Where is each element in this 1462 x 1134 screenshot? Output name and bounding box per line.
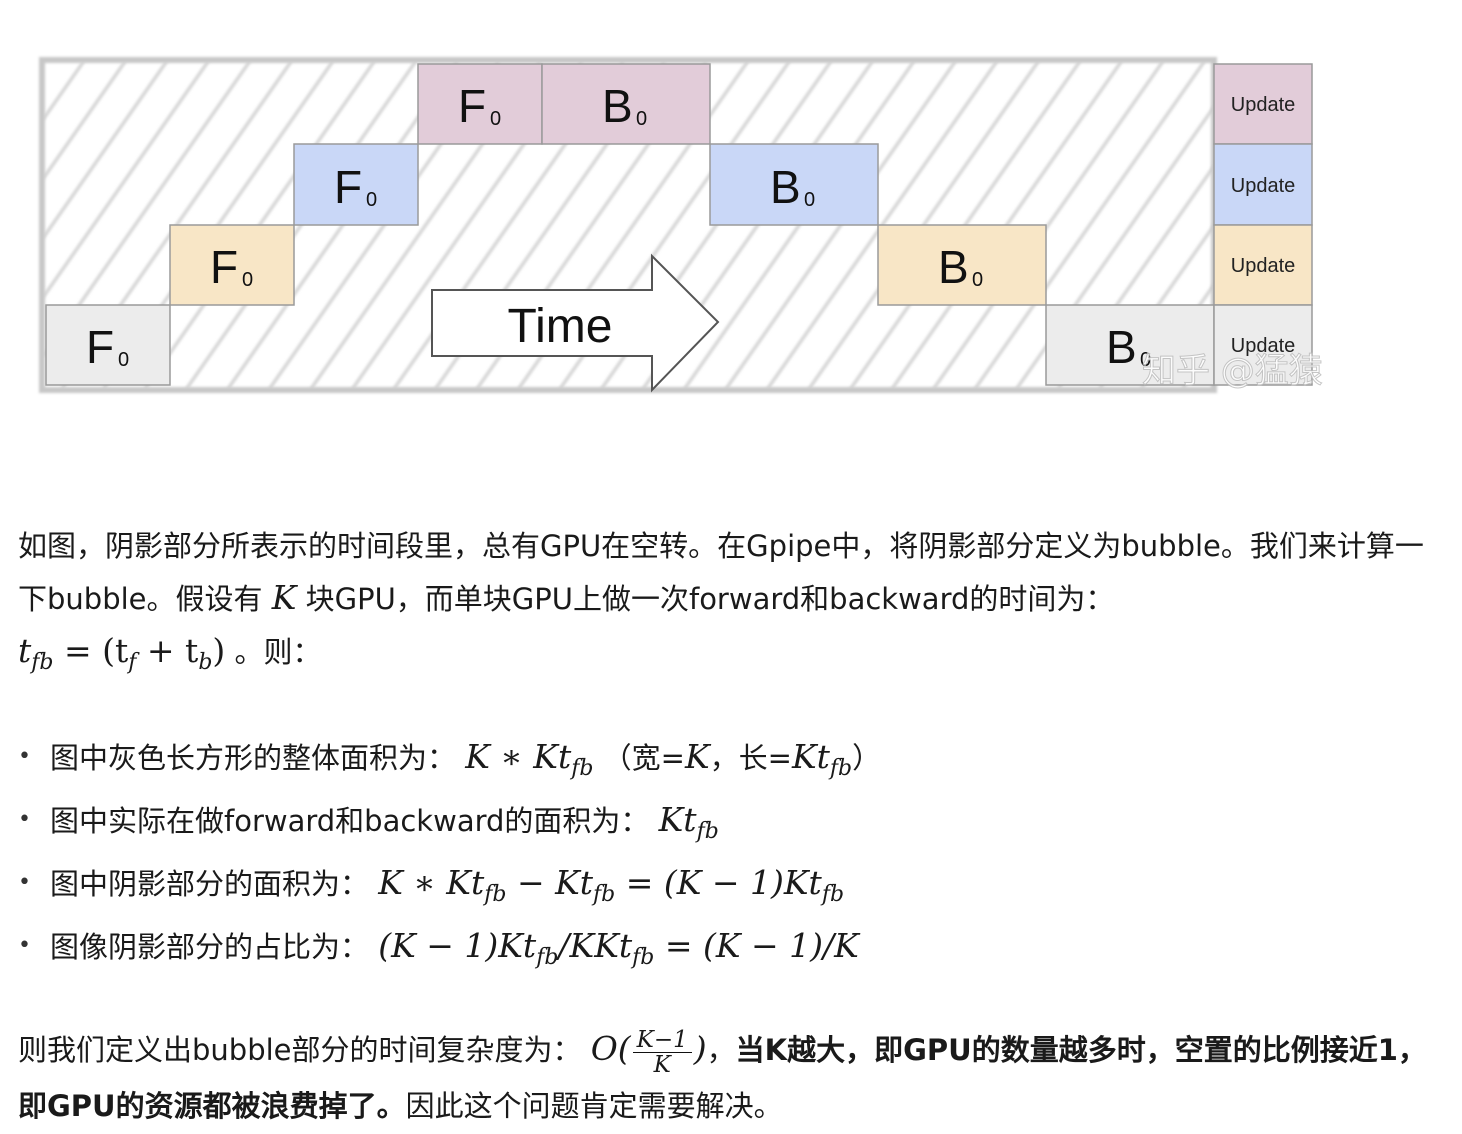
svg-text:0: 0 xyxy=(636,108,647,130)
stage0-backward: B 0 xyxy=(1045,304,1215,386)
svg-text:0: 0 xyxy=(804,189,815,211)
stage1-backward: B 0 xyxy=(877,224,1047,306)
forward-letter: F xyxy=(86,321,114,373)
svg-text:0: 0 xyxy=(366,189,377,211)
update-stage1: Update xyxy=(1213,224,1313,306)
area-bullet-list: 图中灰色长方形的整体面积为： K ∗ Ktfb （宽=K，长=Ktfb） 图中实… xyxy=(18,731,1438,983)
stage2-backward: B 0 xyxy=(709,143,879,226)
time-label: Time xyxy=(508,300,613,353)
svg-text:0: 0 xyxy=(972,269,983,291)
svg-text:0: 0 xyxy=(242,269,253,291)
svg-text:B: B xyxy=(1106,321,1137,373)
list-item: 图中阴影部分的面积为： K ∗ Ktfb − Ktfb = (K − 1)Ktf… xyxy=(18,857,1438,920)
list-item: 图中实际在做forward和backward的面积为： Ktfb xyxy=(18,794,1438,857)
svg-text:Update: Update xyxy=(1231,255,1296,277)
svg-text:F: F xyxy=(334,161,362,213)
math-tfb-definition: tfb = (tf + tb) xyxy=(18,631,226,675)
svg-text:B: B xyxy=(938,241,969,293)
list-item: 图像阴影部分的占比为： (K − 1)Ktfb/KKtfb = (K − 1)/… xyxy=(18,920,1438,983)
pipeline-bubble-figure: F 0 F 0 F 0 F 0 B 0 B 0 B 0 B 0 xyxy=(39,57,1323,393)
stage0-forward: F 0 xyxy=(45,304,171,386)
svg-text:Update: Update xyxy=(1231,335,1296,357)
svg-text:Update: Update xyxy=(1231,94,1296,116)
svg-text:F: F xyxy=(458,80,486,132)
bold-conclusion: 当K越大，即GPU的数量越多时，空置的比例接近1，即GPU的资源都被浪费掉了。 xyxy=(18,1033,1427,1123)
svg-text:Update: Update xyxy=(1231,175,1296,197)
stage3-backward: B 0 xyxy=(541,63,711,145)
paragraph-intro: 如图，阴影部分所表示的时间段里，总有GPU在空转。在Gpipe中，将阴影部分定义… xyxy=(18,529,1424,675)
forward-sub: 0 xyxy=(118,349,129,371)
math-K: K xyxy=(271,578,297,617)
article-body: 如图，阴影部分所表示的时间段里，总有GPU在空转。在Gpipe中，将阴影部分定义… xyxy=(18,520,1438,1134)
update-stage0: Update xyxy=(1213,304,1313,386)
list-item: 图中灰色长方形的整体面积为： K ∗ Ktfb （宽=K，长=Ktfb） xyxy=(18,731,1438,794)
stage1-forward: F 0 xyxy=(169,224,295,306)
watermark: 知乎 @猛猿 xyxy=(1142,351,1323,391)
svg-text:0: 0 xyxy=(490,108,501,130)
svg-text:F: F xyxy=(210,241,238,293)
svg-text:0: 0 xyxy=(1140,349,1151,371)
stage2-forward: F 0 xyxy=(293,143,419,226)
update-stage3: Update xyxy=(1213,63,1313,145)
svg-text:B: B xyxy=(770,161,801,213)
update-stage2: Update xyxy=(1213,143,1313,226)
stage3-forward: F 0 xyxy=(417,63,543,145)
time-arrow: Time xyxy=(431,253,720,393)
svg-text:B: B xyxy=(602,80,633,132)
